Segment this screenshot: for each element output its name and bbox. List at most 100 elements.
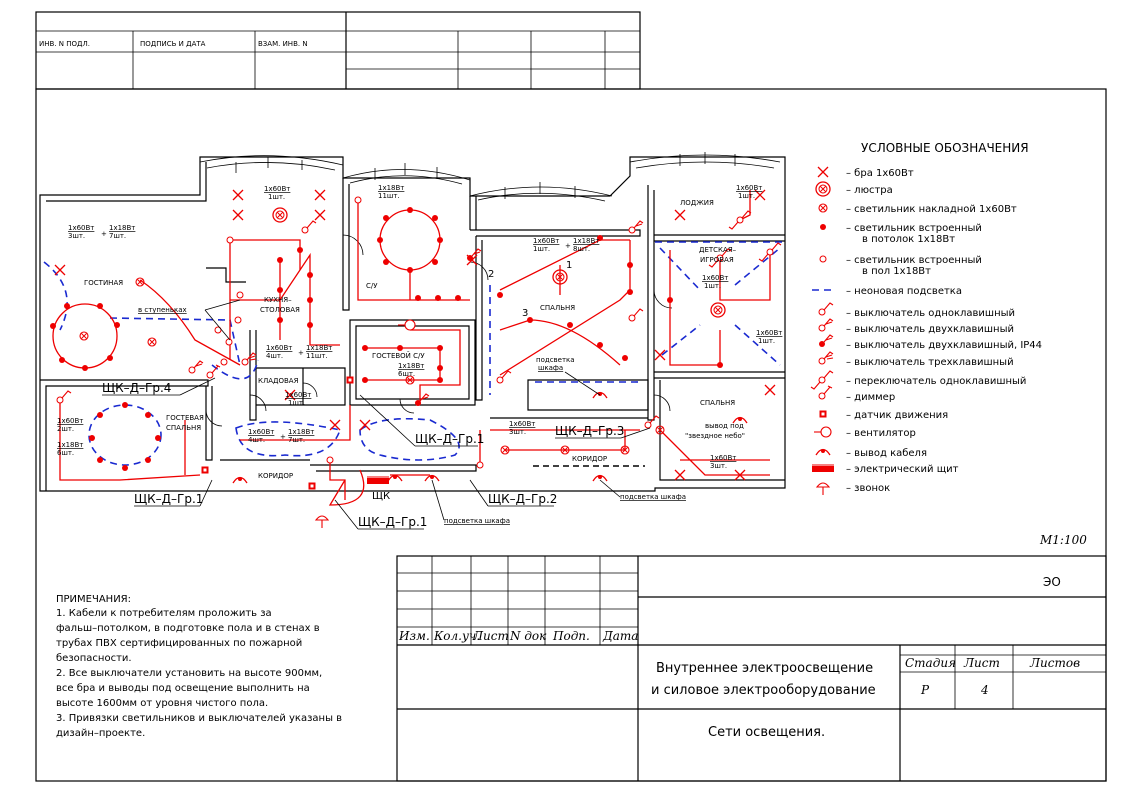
load-labels: 1х60Вт 3шт. + 1х18Вт 7шт. 1х60Вт 1шт. 1х… bbox=[57, 184, 782, 525]
load-label: 1х18Вт bbox=[57, 441, 83, 449]
legend-title: УСЛОВНЫЕ ОБОЗНАЧЕНИЯ bbox=[861, 141, 1029, 155]
room-su: С/У bbox=[366, 282, 378, 290]
stamp-podpis: ПОДПИСЬ И ДАТА bbox=[140, 40, 206, 48]
legend-item-bell: – звонок bbox=[846, 483, 890, 494]
load-label: 1шт. bbox=[268, 193, 285, 201]
load-label: 1х60Вт bbox=[68, 224, 94, 232]
legend-item-switch-1: – выключатель одноклавишный bbox=[846, 308, 1015, 319]
legend-item-continuation: в пол 1х18Вт bbox=[862, 266, 931, 277]
legend-item-neon-line: – неоновая подсветка bbox=[846, 286, 962, 297]
sheets-header: Листов bbox=[1029, 656, 1080, 670]
title-block-column-header: Лист bbox=[472, 629, 509, 643]
load-label: 1х18Вт bbox=[398, 362, 424, 370]
room-koridor-left: КОРИДОР bbox=[258, 472, 293, 480]
room-kuhnya-1: КУХНЯ– bbox=[264, 296, 292, 304]
notes-title: ПРИМЕЧАНИЯ: bbox=[56, 594, 131, 605]
group-1-label-bottom: ЩК–Д–Гр.1 bbox=[358, 515, 427, 529]
title-block bbox=[396, 555, 1107, 782]
load-label: 1х18Вт bbox=[109, 224, 135, 232]
load-label: 1шт. bbox=[704, 282, 721, 290]
load-label: 3шт. bbox=[509, 428, 526, 436]
number-3: 3 bbox=[522, 308, 528, 319]
load-label: 6шт. bbox=[57, 449, 74, 457]
scale-label: М1:100 bbox=[1039, 533, 1087, 547]
stage-value: Р bbox=[920, 683, 930, 697]
group-3-label: ЩК–Д–Гр.3 bbox=[555, 424, 624, 438]
load-label: 1х60Вт bbox=[756, 329, 782, 337]
load-label: 6шт. bbox=[398, 370, 415, 378]
plus-sign: + bbox=[565, 242, 571, 250]
load-label: 1шт. bbox=[758, 337, 775, 345]
legend-item-motion-sensor: – датчик движения bbox=[846, 410, 948, 421]
room-spalnya-2: СПАЛЬНЯ bbox=[700, 399, 735, 407]
load-label: 4шт. bbox=[248, 436, 265, 444]
load-label: 11шт. bbox=[306, 352, 328, 360]
load-label: 1х60Вт bbox=[533, 237, 559, 245]
legend-item-toggle-switch: – переключатель одноклавишный bbox=[846, 376, 1026, 387]
room-gostinaya: ГОСТИНАЯ bbox=[84, 279, 123, 287]
load-label: 7шт. bbox=[288, 436, 305, 444]
notes-line: 1. Кабели к потребителям проложить за bbox=[56, 608, 272, 619]
room-kuhnya-2: СТОЛОВАЯ bbox=[260, 306, 300, 314]
project-title-2: и силовое электрооборудование bbox=[651, 683, 876, 698]
notes-line: высоте 1600мм от уровня чистого пола. bbox=[56, 698, 268, 709]
number-2: 2 bbox=[488, 269, 494, 280]
title-block-column-header: Изм. bbox=[398, 629, 430, 643]
load-label: 1х60Вт bbox=[702, 274, 728, 282]
wiring bbox=[52, 190, 771, 506]
wardrobe-label-right: подсветка шкафа bbox=[620, 493, 686, 501]
legend-item-panel: – электрический щит bbox=[846, 464, 959, 475]
notes-line: дизайн–проекте. bbox=[56, 728, 145, 739]
legend-items: – бра 1х60Вт– люстра– светильник накладн… bbox=[846, 168, 1042, 494]
load-label: 1х60Вт bbox=[285, 391, 311, 399]
load-label: 2шт. bbox=[57, 425, 74, 433]
wardrobe-label-1: подсветка bbox=[536, 356, 575, 364]
load-label: 1х60Вт bbox=[266, 344, 292, 352]
legend-item-ceiling-spot: – светильник встроенный bbox=[846, 223, 982, 234]
panel-label: ЩК bbox=[372, 491, 390, 502]
load-label: 3шт. bbox=[68, 232, 85, 240]
notes-lines: 1. Кабели к потребителям проложить зафал… bbox=[56, 608, 342, 739]
group-1-label-mid: ЩК–Д–Гр.1 bbox=[415, 432, 484, 446]
legend-item-switch-3: – выключатель трехклавишный bbox=[846, 357, 1014, 368]
group-1-label-left: ЩК–Д–Гр.1 bbox=[134, 492, 203, 506]
notes-line: безопасности. bbox=[56, 653, 132, 664]
group-4-label: ЩК–Д–Гр.4 bbox=[102, 381, 171, 395]
load-label: 1х60Вт bbox=[248, 428, 274, 436]
drawing-title: Сети освещения. bbox=[708, 725, 825, 740]
load-label: 1х60Вт bbox=[509, 420, 535, 428]
notes-line: 2. Все выключатели установить на высоте … bbox=[56, 668, 322, 679]
legend-item-continuation: в потолок 1х18Вт bbox=[862, 234, 955, 245]
group-2-label: ЩК–Д–Гр.2 bbox=[488, 492, 557, 506]
legend-item-switch-2: – выключатель двухклавишный bbox=[846, 324, 1014, 335]
load-label: 1х18Вт bbox=[378, 184, 404, 192]
notes-line: трубах ПВХ сертифицированных по пожарной bbox=[56, 638, 302, 649]
load-label: 4шт. bbox=[266, 352, 283, 360]
load-label: 1х60Вт bbox=[710, 454, 736, 462]
legend: УСЛОВНЫЕ ОБОЗНАЧЕНИЯ bbox=[810, 141, 1029, 496]
title-block-column-header: Подп. bbox=[552, 629, 590, 643]
legend-item-surface-light: – светильник накладной 1х60Вт bbox=[846, 204, 1017, 215]
legend-item-fan: – вентилятор bbox=[846, 428, 916, 439]
room-detskaya-1: ДЕТСКАЯ– bbox=[699, 246, 737, 254]
room-detskaya-2: ИГРОВАЯ bbox=[700, 256, 734, 264]
load-label: 7шт. bbox=[109, 232, 126, 240]
sheet-header: Лист bbox=[963, 656, 1000, 670]
wardrobe-label-2: шкафа bbox=[538, 364, 563, 372]
title-block-column-header: Дата bbox=[602, 629, 638, 643]
notes-line: 3. Привязки светильников и выключателей … bbox=[56, 713, 342, 724]
title-block-column-header: Кол.уч. bbox=[433, 629, 480, 643]
plus-sign: + bbox=[298, 349, 304, 357]
room-kladovaya: КЛАДОВАЯ bbox=[258, 377, 299, 385]
stage-header: Стадия bbox=[905, 656, 956, 670]
wardrobe-label-bottom: подсветка шкафа bbox=[444, 517, 510, 525]
legend-item-chandelier: – люстра bbox=[846, 185, 893, 196]
stamp-inv-podl: ИНВ. N ПОДЛ. bbox=[39, 40, 90, 48]
legend-symbols bbox=[810, 166, 836, 496]
legend-item-floor-spot: – светильник встроенный bbox=[846, 255, 982, 266]
legend-item-switch-2-ip44: – выключатель двухклавишный, IP44 bbox=[846, 340, 1042, 351]
load-label: 1шт. bbox=[533, 245, 550, 253]
load-label: 1х60Вт bbox=[736, 184, 762, 192]
